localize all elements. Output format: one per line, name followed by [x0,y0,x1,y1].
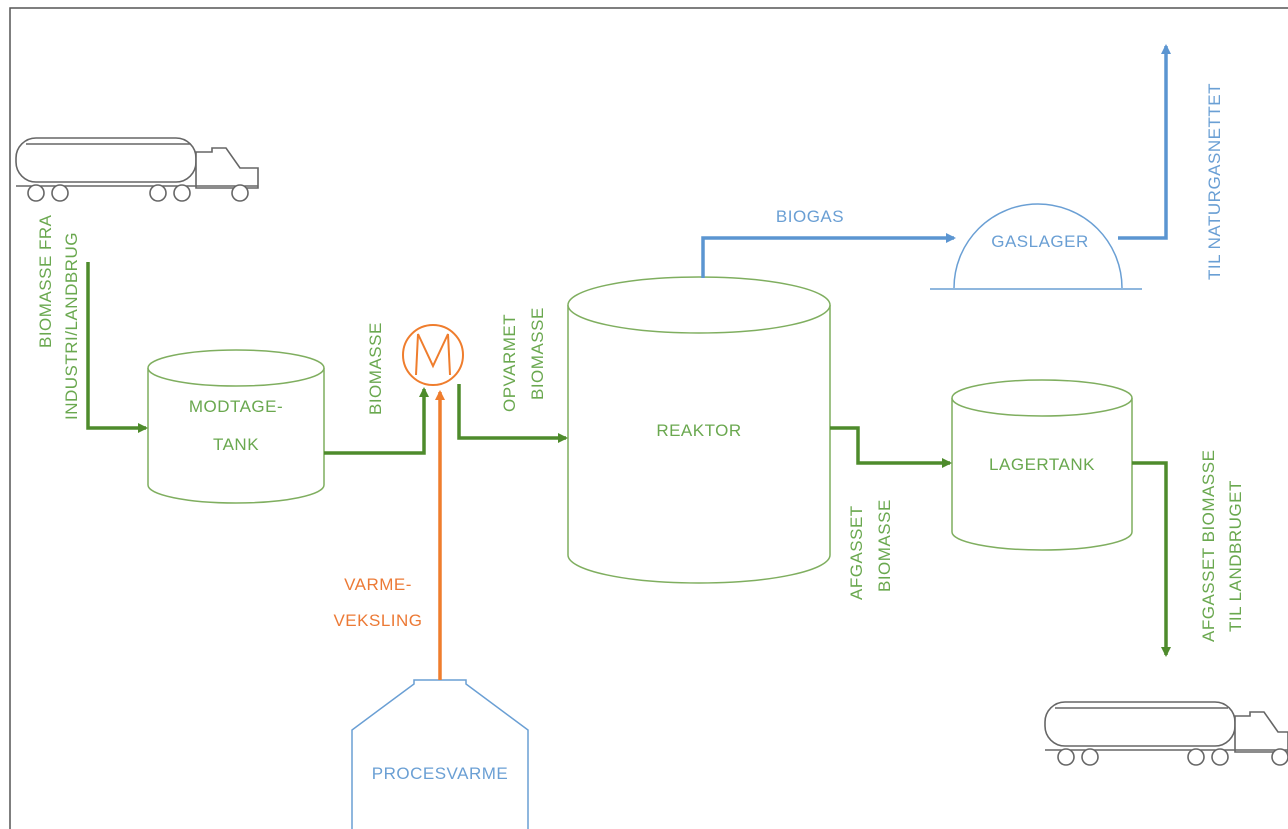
heat-exchanger-icon [402,324,464,386]
flow-afgasset-to-lagertank [830,426,952,468]
afgasset-out-label-2: TIL LANDBRUGET [1226,480,1245,632]
truck-in-icon [15,137,259,202]
flow-afgasset-out [1132,461,1171,657]
afgasset-label-2: BIOMASSE [875,499,894,592]
modtagetank-label-1: MODTAGE- [189,397,283,416]
biomasse-fra-label-1: BIOMASSE FRA [36,214,55,348]
lagertank-cylinder [951,379,1133,551]
diagram-frame [9,7,1288,829]
reaktor-label: REAKTOR [656,421,741,440]
truck-out-icon [1044,701,1288,766]
varmeveksling-label-2: VEKSLING [333,611,422,630]
biomasse-fra-label-2: INDUSTRI/LANDBRUG [62,232,81,420]
varmeveksling-label-1: VARME- [344,575,412,594]
flow-biogas [701,233,956,278]
afgasset-label-1: AFGASSET [847,505,866,600]
modtagetank-cylinder [147,349,325,504]
naturgasnettet-label: TIL NATURGASNETTET [1205,83,1224,280]
flow-opvarmet-to-reaktor [457,384,568,443]
gaslager-dome [930,203,1142,290]
opvarmet-label-1: OPVARMET [500,314,519,412]
biogas-label: BIOGAS [776,207,844,226]
procesvarme-vessel [351,679,529,829]
flow-biomasse-in [86,262,148,433]
gaslager-label: GASLAGER [991,232,1089,251]
procesvarme-label: PROCESVARME [372,764,509,783]
opvarmet-label-2: BIOMASSE [528,307,547,400]
afgasset-out-label-1: AFGASSET BIOMASSE [1199,450,1218,642]
lagertank-label: LAGERTANK [989,455,1095,474]
modtagetank-label-2: TANK [213,435,259,454]
flow-naturgas [1118,44,1171,240]
flow-biomasse-to-exchanger [324,387,429,455]
biomasse-label: BIOMASSE [366,322,385,415]
reaktor-cylinder [567,276,831,584]
